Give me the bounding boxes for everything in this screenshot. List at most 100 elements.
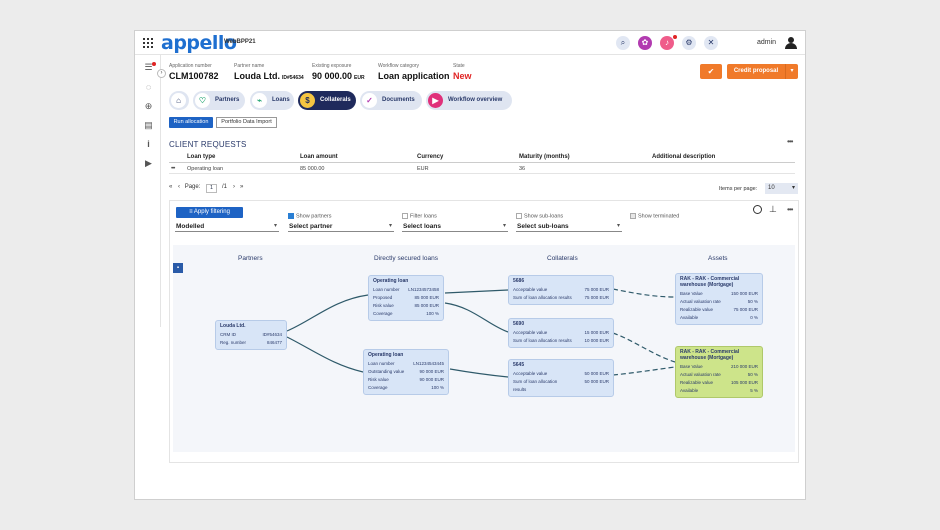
show-partners-checkbox[interactable]: Show partners xyxy=(288,213,331,219)
tab-collaterals[interactable]: $Collaterals xyxy=(298,91,356,110)
checkbox-checked[interactable] xyxy=(288,213,294,219)
partner-id: ID#54634 xyxy=(282,75,304,81)
hierarchy-icon[interactable]: ⊥ xyxy=(769,204,777,214)
show-subloans-label: Show sub-loans xyxy=(524,213,564,220)
next-page-icon[interactable]: › xyxy=(233,184,236,190)
coins-icon: $ xyxy=(300,93,315,108)
items-per-page-select[interactable]: 10▾ xyxy=(765,183,798,194)
node-field-label: Coverage xyxy=(368,385,388,390)
checkbox-unchecked[interactable] xyxy=(402,213,408,219)
node-field-value: LN1234543445 xyxy=(413,361,444,366)
run-allocation-button[interactable]: Run allocation xyxy=(169,117,213,128)
page-of: /1 xyxy=(222,184,228,190)
node-field-value: 10 000 EUR xyxy=(584,338,609,343)
client-requests-menu-icon[interactable]: ••• xyxy=(787,137,793,146)
legend-toggle-icon[interactable]: ▪ xyxy=(173,263,183,273)
tab-partners-label: Partners xyxy=(215,97,240,103)
select-subloans-dropdown[interactable]: Select sub-loans▾ xyxy=(516,221,622,232)
tab-partners[interactable]: ♡Partners xyxy=(193,91,245,110)
loan-node-title: Operating loan xyxy=(368,352,404,358)
col-currency[interactable]: Currency xyxy=(417,154,444,160)
portfolio-data-import-button[interactable]: Portfolio Data Import xyxy=(216,117,277,128)
node-field-label: Realizable value xyxy=(680,380,714,385)
select-loans-dropdown[interactable]: Select loans▾ xyxy=(402,221,508,232)
credit-proposal-button[interactable]: Credit proposal xyxy=(727,64,785,79)
node-field-label: Base Value xyxy=(680,291,703,296)
checkbox-unchecked[interactable] xyxy=(516,213,522,219)
collateral-node-title: 5645 xyxy=(513,362,525,368)
chevron-down-icon: ▾ xyxy=(616,223,620,229)
chat-icon[interactable]: ◌ xyxy=(145,82,152,92)
existing-exposure-label: Existing exposure xyxy=(312,63,352,69)
approve-check-button[interactable]: ✔ xyxy=(700,64,722,79)
state-label: State xyxy=(453,63,465,69)
node-field-label: CRM ID xyxy=(220,332,236,337)
table-row[interactable]: ••• Operating loan 85 000.00 EUR 36 xyxy=(169,164,795,174)
show-subloans-checkbox[interactable]: Show sub-loans xyxy=(516,213,563,219)
show-terminated-checkbox[interactable]: Show terminated xyxy=(630,213,679,219)
col-loan-type[interactable]: Loan type xyxy=(187,154,216,160)
exposure-amount: 90 000.00 xyxy=(312,71,353,81)
first-page-icon[interactable]: « xyxy=(169,184,173,190)
app-logo[interactable]: appello xyxy=(161,32,237,54)
username[interactable]: admin xyxy=(757,39,777,46)
node-field-value: 0 % xyxy=(750,315,758,320)
asset-node-title: RAK - RAK - Commercial warehouse (Mortga… xyxy=(680,276,740,288)
col-maturity[interactable]: Maturity (months) xyxy=(519,154,570,160)
cell-currency: EUR xyxy=(417,166,429,172)
tab-home[interactable]: ⌂ xyxy=(169,91,189,110)
tab-loans[interactable]: ⌁Loans xyxy=(250,91,294,110)
filter-loans-checkbox[interactable]: Filter loans xyxy=(402,213,437,219)
node-field-value: 85 000 EUR xyxy=(414,295,439,300)
node-field-label: Proposed xyxy=(373,295,393,300)
tab-documents[interactable]: ✓Documents xyxy=(360,91,422,110)
panel-menu-icon[interactable]: ••• xyxy=(787,205,793,214)
items-per-page-label: Items per page: xyxy=(719,186,758,192)
sidebar-collapse-chevron-icon[interactable]: › xyxy=(157,69,166,78)
checkbox-unchecked[interactable] xyxy=(630,213,636,219)
play-icon[interactable]: ▶ xyxy=(145,158,152,168)
node-field-value: 50 000 EUR xyxy=(584,379,609,384)
asset-node[interactable]: RAK - RAK - Commercial warehouse (Mortga… xyxy=(675,346,763,398)
node-field-value: 150 000 EUR xyxy=(730,291,758,296)
apply-filtering-button[interactable]: ≡ Apply filtering xyxy=(176,207,243,218)
globe-icon[interactable]: ⊕ xyxy=(144,101,153,111)
select-partner-dropdown[interactable]: Select partner▾ xyxy=(288,221,394,232)
edge-col1-asset1 xyxy=(612,288,676,298)
row-menu-icon[interactable]: ••• xyxy=(171,166,175,172)
col-additional-description[interactable]: Additional description xyxy=(652,154,716,160)
tab-workflow-overview[interactable]: ▶Workflow overview xyxy=(426,91,512,110)
prev-page-icon[interactable]: ‹ xyxy=(178,184,181,190)
notification-bell-icon[interactable]: ♪ xyxy=(660,36,674,50)
asset-node-title: RAK - RAK - Commercial warehouse (Mortga… xyxy=(680,349,740,361)
app-window: appello WebBPP21 ⌕ ✿ ♪ ⚙ ✕ admin ☰ ◌ ⊕ ▤… xyxy=(134,30,806,500)
apps-grid-icon[interactable] xyxy=(143,38,153,48)
tools-icon[interactable]: ✕ xyxy=(704,36,718,50)
settings-gear-icon[interactable]: ⚙ xyxy=(682,36,696,50)
page-input[interactable]: 1 xyxy=(206,184,217,193)
user-avatar-icon[interactable] xyxy=(785,37,797,49)
asset-node[interactable]: RAK - RAK - Commercial warehouse (Mortga… xyxy=(675,273,763,325)
mode-select[interactable]: Modelled▾ xyxy=(175,221,279,232)
document-icon[interactable]: ▤ xyxy=(144,120,153,130)
last-page-icon[interactable]: » xyxy=(240,184,244,190)
edge-partner-loan1 xyxy=(286,294,369,332)
credit-proposal-dropdown-chevron-icon[interactable]: ▾ xyxy=(785,64,798,79)
search-icon[interactable]: ⌕ xyxy=(616,36,630,50)
history-clock-icon[interactable] xyxy=(753,205,762,214)
home-icon: ⌂ xyxy=(171,93,186,108)
diagram-edges xyxy=(286,288,676,378)
support-icon[interactable]: ✿ xyxy=(638,36,652,50)
info-icon[interactable]: i xyxy=(147,139,150,149)
partner-name-text: Louda Ltd. xyxy=(234,71,280,81)
col-loan-amount[interactable]: Loan amount xyxy=(300,154,338,160)
task-list-icon[interactable]: ☰ xyxy=(144,62,153,72)
chart-icon: ⌁ xyxy=(252,93,267,108)
state-value: New xyxy=(453,71,472,81)
